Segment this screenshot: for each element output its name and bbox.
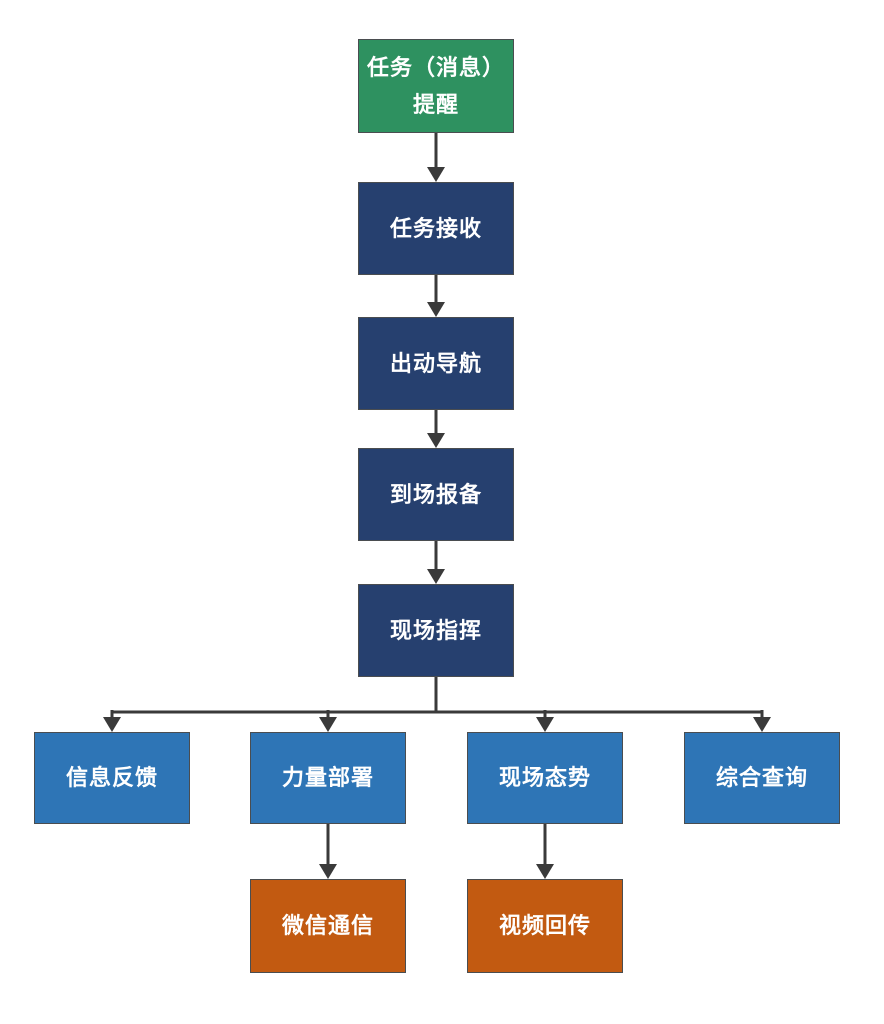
node-task-receive-label: 任务接收 <box>389 215 482 241</box>
edge-task-reminder-to-task-receive <box>427 132 445 182</box>
node-onsite-command: 现场指挥 <box>358 584 514 677</box>
edge-onsite-situation-to-video-backhaul <box>536 824 554 879</box>
node-task-reminder: 任务（消息） 提醒 <box>358 39 514 133</box>
node-video-backhaul-label: 视频回传 <box>498 913 591 939</box>
node-info-feedback-label: 信息反馈 <box>65 765 158 791</box>
edge-onsite-command-branch <box>103 677 771 732</box>
edge-task-receive-to-dispatch-navigation <box>427 275 445 317</box>
node-force-deployment-label: 力量部署 <box>281 765 374 791</box>
node-info-feedback: 信息反馈 <box>34 732 190 824</box>
node-video-backhaul: 视频回传 <box>467 879 623 973</box>
node-dispatch-navigation-label: 出动导航 <box>389 350 482 376</box>
node-onsite-situation-label: 现场态势 <box>498 765 591 791</box>
edge-force-deployment-to-wechat-communication <box>319 824 337 879</box>
node-task-reminder-label-line2: 提醒 <box>412 92 459 117</box>
node-task-reminder-label: 任务（消息） 提醒 <box>367 49 505 124</box>
node-onsite-command-label: 现场指挥 <box>389 617 482 643</box>
node-arrival-report: 到场报备 <box>358 448 514 541</box>
node-wechat-communication-label: 微信通信 <box>281 913 374 939</box>
node-task-receive: 任务接收 <box>358 182 514 275</box>
edge-arrival-report-to-onsite-command <box>427 541 445 584</box>
node-arrival-report-label: 到场报备 <box>389 481 482 507</box>
node-comprehensive-query-label: 综合查询 <box>715 765 808 791</box>
edge-dispatch-navigation-to-arrival-report <box>427 410 445 448</box>
node-comprehensive-query: 综合查询 <box>684 732 840 824</box>
node-dispatch-navigation: 出动导航 <box>358 317 514 410</box>
node-force-deployment: 力量部署 <box>250 732 406 824</box>
node-onsite-situation: 现场态势 <box>467 732 623 824</box>
node-wechat-communication: 微信通信 <box>250 879 406 973</box>
node-task-reminder-label-line1: 任务（消息） <box>366 54 505 80</box>
